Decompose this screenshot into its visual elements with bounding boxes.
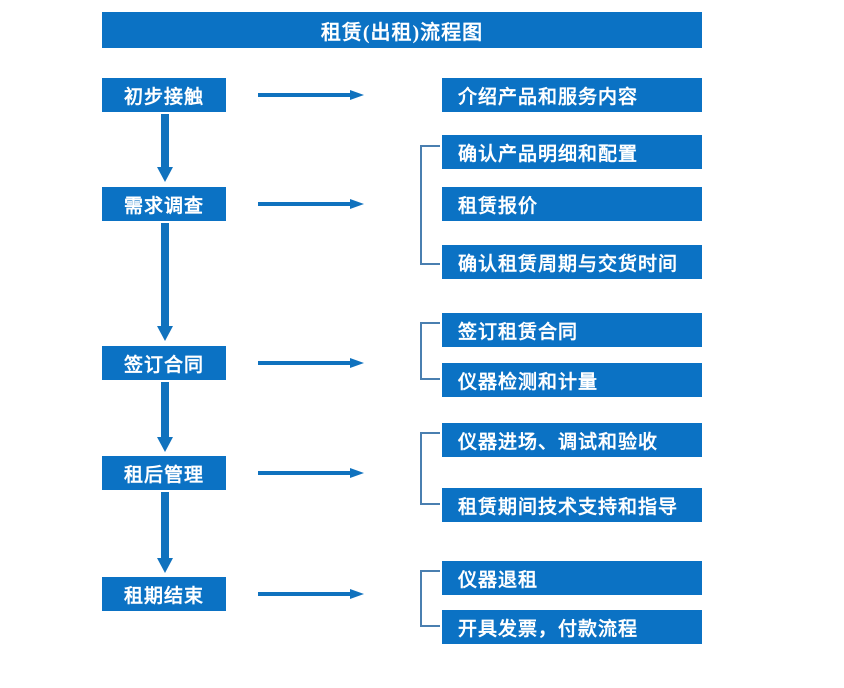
bracket-group-sign-contract	[420, 322, 440, 380]
stage-box-demand-survey[interactable]: 需求调查	[102, 187, 226, 221]
page-title: 租赁(出租)流程图	[102, 12, 702, 48]
vertical-arrow-4	[156, 492, 173, 575]
horizontal-arrow-3	[258, 356, 364, 370]
bracket-group-demand-survey	[420, 145, 440, 265]
detail-box-technical-support[interactable]: 租赁期间技术支持和指导	[442, 488, 702, 522]
horizontal-arrow-1	[258, 88, 364, 102]
bracket-group-post-rental	[420, 432, 440, 505]
detail-box-rental-quote[interactable]: 租赁报价	[442, 187, 702, 221]
detail-box-instrument-inspection[interactable]: 仪器检测和计量	[442, 363, 702, 397]
detail-box-introduce-products[interactable]: 介绍产品和服务内容	[442, 78, 702, 112]
bracket-group-rental-end	[420, 570, 440, 627]
stage-box-sign-contract[interactable]: 签订合同	[102, 346, 226, 380]
horizontal-arrow-5	[258, 587, 364, 601]
horizontal-arrow-4	[258, 466, 364, 480]
detail-box-sign-rental-contract[interactable]: 签订租赁合同	[442, 313, 702, 347]
vertical-arrow-3	[156, 382, 173, 454]
detail-box-confirm-period-delivery[interactable]: 确认租赁周期与交货时间	[442, 245, 702, 279]
detail-box-invoice-payment[interactable]: 开具发票，付款流程	[442, 610, 702, 644]
vertical-arrow-2	[156, 223, 173, 343]
detail-box-confirm-specs[interactable]: 确认产品明细和配置	[442, 135, 702, 169]
stage-box-post-rental-management[interactable]: 租后管理	[102, 456, 226, 490]
detail-box-instrument-return[interactable]: 仪器退租	[442, 561, 702, 595]
stage-box-rental-end[interactable]: 租期结束	[102, 577, 226, 611]
vertical-arrow-1	[156, 114, 173, 184]
horizontal-arrow-2	[258, 197, 364, 211]
detail-box-instrument-delivery-acceptance[interactable]: 仪器进场、调试和验收	[442, 423, 702, 457]
stage-box-initial-contact[interactable]: 初步接触	[102, 78, 226, 112]
